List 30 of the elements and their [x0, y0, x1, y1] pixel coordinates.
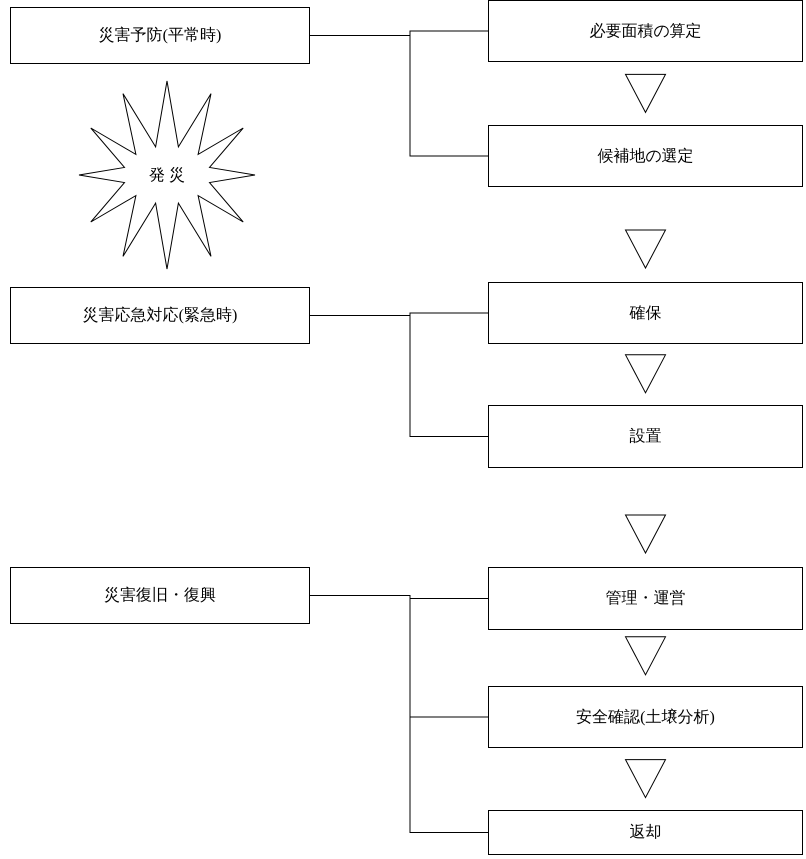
- box-label: 設置: [630, 427, 662, 447]
- process-box: [488, 810, 803, 855]
- down-triangle-arrow: [624, 636, 666, 676]
- box-label: 発 災: [149, 166, 185, 186]
- process-box: [488, 567, 803, 630]
- connector-line: [310, 315, 488, 437]
- process-box: [488, 125, 803, 187]
- down-triangle-arrow: [624, 74, 666, 114]
- box-label: 候補地の選定: [598, 146, 694, 166]
- process-box: [488, 0, 803, 62]
- process-box: [488, 686, 803, 748]
- box-label: 災害応急対応(緊急時): [82, 306, 238, 326]
- process-box: [488, 282, 803, 344]
- box-label: 安全確認(土壌分析): [576, 708, 715, 728]
- box-label: 災害予防(平常時): [98, 26, 222, 46]
- down-triangle-arrow: [624, 514, 666, 554]
- box-label: 災害復旧・復興: [104, 586, 216, 606]
- phase-box: [10, 287, 310, 344]
- box-label: 確保: [630, 304, 662, 324]
- starburst-shape: [78, 80, 256, 270]
- down-triangle-arrow: [624, 759, 666, 799]
- box-label: 必要面積の算定: [590, 22, 702, 42]
- box-label: 返却: [630, 822, 662, 843]
- phase-box: [10, 567, 310, 624]
- box-label: 管理・運営: [606, 588, 686, 609]
- connector-line: [310, 35, 488, 156]
- phase-box: [10, 7, 310, 64]
- down-triangle-arrow: [624, 230, 666, 270]
- process-box: [488, 405, 803, 468]
- down-triangle-arrow: [624, 354, 666, 394]
